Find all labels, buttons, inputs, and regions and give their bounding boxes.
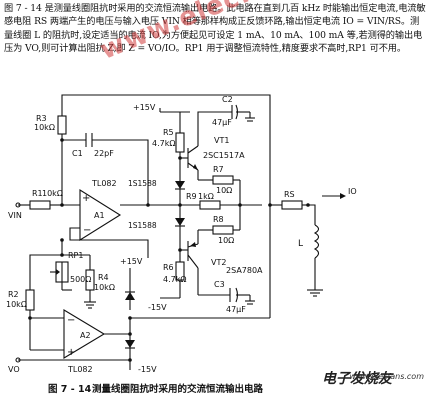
a2-plus-sign: +: [67, 347, 75, 358]
label-rp1: RP1: [68, 251, 83, 260]
label-r3-value: 10kΩ: [34, 123, 55, 132]
capacitor-c2: [231, 104, 255, 122]
label-r9: R9: [186, 192, 197, 201]
label-tl082-bot: TL082: [67, 365, 93, 374]
label-rp1-value: 500Ω: [70, 275, 91, 284]
site-logo-cn: 电子发烧友: [322, 371, 392, 387]
label-r7-value: 10Ω: [216, 186, 232, 195]
current-arrow: [322, 193, 346, 199]
label-vt1: VT1: [214, 136, 229, 145]
label-rs: RS: [284, 190, 295, 199]
label-r4-value: 10kΩ: [94, 283, 115, 292]
resistor-r4: [85, 269, 95, 291]
resistor-r1: [29, 200, 51, 210]
figure-number: 图 7 - 14: [48, 384, 92, 395]
rp1-wiper: [50, 269, 60, 275]
resistor-r2: [25, 289, 35, 311]
label-r5: R5: [163, 128, 174, 137]
label-plus15v-top: +15V: [133, 103, 156, 112]
resistor-r3: [57, 115, 67, 135]
label-q2: 2SA780A: [226, 266, 263, 275]
figure-caption: 测量线圈阻抗时采用的交流恒流输出电路: [92, 384, 264, 395]
capacitor-c3: [229, 287, 255, 305]
resistor-r7: [212, 175, 234, 185]
label-r1: R1: [32, 189, 43, 198]
inductor-l: [313, 224, 320, 259]
label-r6-value: 4.7kΩ: [163, 275, 186, 284]
label-r8-value: 10Ω: [218, 236, 234, 245]
a2-minus-sign: −: [67, 315, 75, 326]
a1-minus-sign: −: [83, 225, 91, 236]
opamp-a1: [79, 189, 122, 241]
transistor-vt2: [187, 241, 199, 269]
resistor-r5: [175, 132, 185, 153]
label-r6: R6: [163, 263, 174, 272]
resistor-r9: [199, 200, 221, 210]
label-a1: A1: [94, 211, 105, 220]
diode-d1: [175, 181, 185, 190]
label-c3: C3: [214, 280, 225, 289]
resistor-r8: [212, 225, 234, 235]
label-a2: A2: [80, 331, 91, 340]
label-io: IO: [348, 187, 357, 196]
label-r5-value: 4.7kΩ: [152, 139, 175, 148]
ground-l: [307, 289, 323, 297]
vin-terminal: [15, 202, 21, 208]
opamp-a2: [63, 309, 106, 359]
label-d2: 1S1588: [128, 221, 157, 230]
label-c1-value: 22pF: [94, 149, 114, 158]
label-vo: VO: [8, 365, 20, 374]
label-r4: R4: [98, 273, 109, 282]
label-c3-value: 47μF: [226, 305, 246, 314]
label-c1: C1: [72, 149, 83, 158]
label-q1: 2SC1517A: [203, 151, 245, 160]
label-r2-value: 10kΩ: [6, 300, 27, 309]
label-l: L: [298, 239, 303, 249]
label-r2: R2: [8, 290, 19, 299]
label-r7: R7: [213, 165, 224, 174]
protection-diodes: [125, 291, 135, 349]
diode-d2: [175, 218, 185, 227]
label-vt2: VT2: [211, 258, 226, 267]
label-d1: 1S1588: [128, 179, 157, 188]
label-minus15v-bot: -15V: [138, 365, 157, 374]
label-r1-value: 10kΩ: [42, 189, 63, 198]
label-plus15v-bot: +15V: [120, 257, 143, 266]
label-r8: R8: [213, 215, 224, 224]
label-r9-value: 1kΩ: [198, 192, 214, 201]
intro-paragraph: 图 7 - 14 是测量线圈阻抗时采用的交流恒流输出电路。此电路在直到几百 kH…: [4, 3, 426, 55]
resistor-rs: [281, 200, 303, 210]
label-c2-value: 47μF: [212, 118, 232, 127]
site-logo-en: www.elecfans.com: [349, 372, 424, 381]
label-r3: R3: [36, 114, 47, 123]
label-tl082-top: TL082: [91, 179, 117, 188]
ground-r4: [84, 301, 96, 309]
a1-plus-sign: +: [82, 193, 90, 204]
junction-dots: [28, 138, 310, 362]
capacitor-c1: [85, 133, 93, 147]
resistor-r6: [175, 261, 185, 281]
label-c2: C2: [222, 95, 233, 104]
label-vin: VIN: [8, 211, 22, 220]
transistor-vt1: [187, 145, 199, 171]
vo-terminal: [15, 357, 21, 363]
label-minus15v-mid: -15V: [148, 303, 167, 312]
